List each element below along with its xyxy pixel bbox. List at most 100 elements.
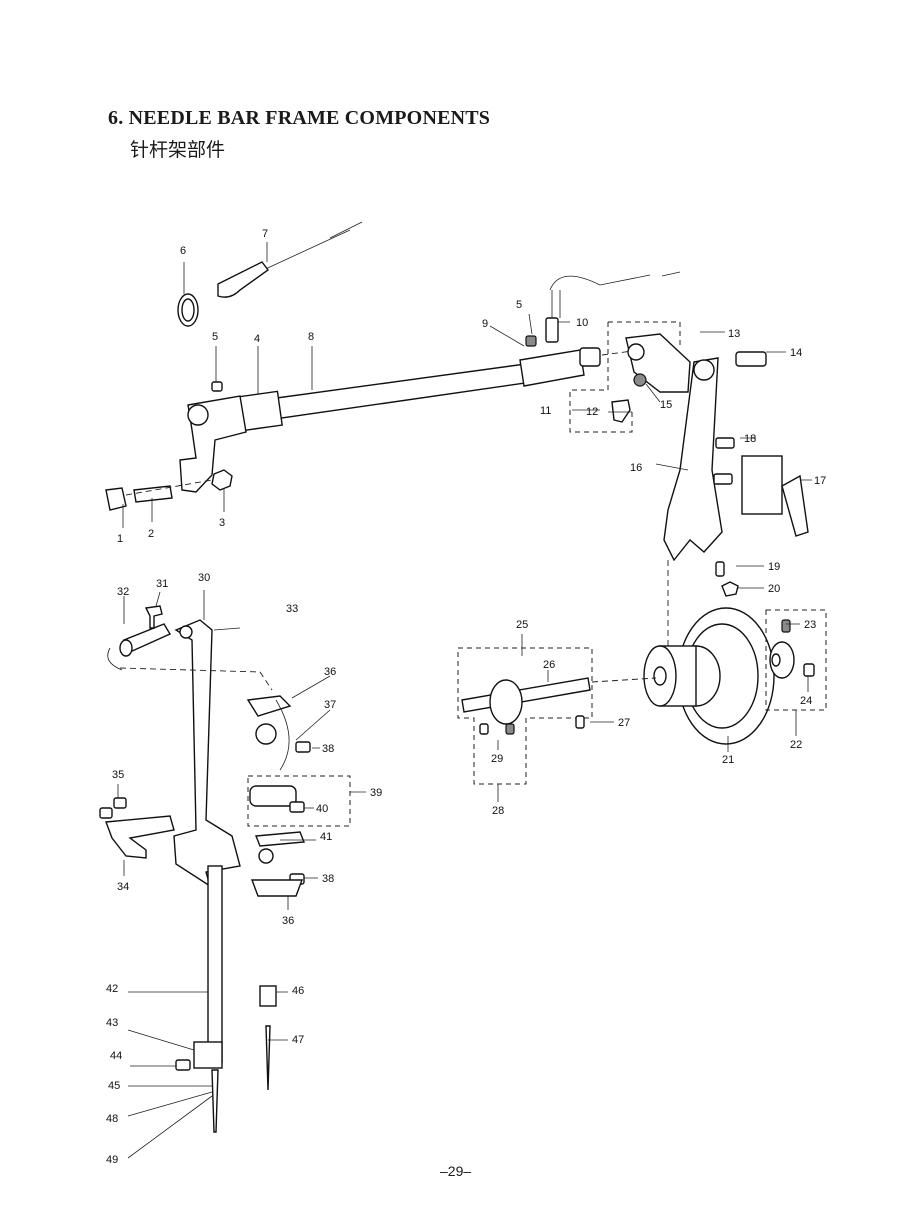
part-43-clamp — [193, 1041, 223, 1069]
part-37-guide — [255, 723, 277, 745]
callout-14: 14 — [790, 347, 802, 359]
callout-22: 22 — [790, 739, 802, 751]
part-20-nut — [721, 581, 739, 597]
part-5-screw-b — [525, 335, 537, 347]
part-44-screw — [175, 1059, 191, 1071]
callout-24: 24 — [800, 695, 812, 707]
callout-34: 34 — [117, 881, 129, 893]
part-17-block — [741, 455, 783, 515]
part-3-nut — [211, 469, 233, 491]
part-8-shaft — [261, 361, 547, 421]
callout-39: 39 — [370, 787, 382, 799]
lever-assembly — [569, 321, 809, 660]
callout-47: 47 — [292, 1034, 304, 1046]
callout-36: 36 — [324, 666, 336, 678]
callout-17: 17 — [814, 475, 826, 487]
callout-20: 20 — [768, 583, 780, 595]
part-34-bracket — [105, 815, 175, 859]
part-18-screw — [715, 437, 735, 449]
callout-10: 10 — [576, 317, 588, 329]
callout-42: 42 — [106, 983, 118, 995]
callout-36b: 36 — [282, 915, 294, 927]
callout-43: 43 — [106, 1017, 118, 1029]
callout-26: 26 — [543, 659, 555, 671]
part-19-screw — [715, 561, 725, 577]
part-7-link — [217, 261, 269, 298]
callout-7: 7 — [262, 228, 268, 240]
part-27-screw — [575, 715, 585, 729]
part-39-bushing — [249, 785, 297, 807]
callout-4: 4 — [254, 333, 260, 345]
callout-13: 13 — [728, 328, 740, 340]
callout-21: 21 — [722, 754, 734, 766]
callout-48: 48 — [106, 1113, 118, 1125]
part-35-screw — [113, 797, 127, 809]
callout-5: 5 — [212, 331, 218, 343]
part-26-rack — [461, 677, 591, 713]
part-23-screw — [781, 619, 791, 633]
part-14-pin — [735, 351, 767, 367]
callout-38: 38 — [322, 743, 334, 755]
part-48-needle — [211, 1069, 219, 1133]
callout-12: 12 — [586, 406, 598, 418]
callout-9: 9 — [482, 318, 488, 330]
callout-23: 23 — [804, 619, 816, 631]
callout-46: 46 — [292, 985, 304, 997]
callout-6: 6 — [180, 245, 186, 257]
callout-18: 18 — [744, 433, 756, 445]
part-36-plate — [246, 695, 292, 717]
part-15-bushing — [633, 373, 647, 387]
callout-29: 29 — [491, 753, 503, 765]
callout-41: 41 — [320, 831, 332, 843]
callout-33: 33 — [286, 603, 298, 615]
part-1-nut — [105, 487, 127, 511]
part-41-plate — [255, 831, 305, 847]
callout-40: 40 — [316, 803, 328, 815]
part-22-collar — [769, 641, 795, 679]
frame-assembly — [99, 605, 351, 1133]
callout-5b: 5 — [516, 299, 522, 311]
part-12-screw — [611, 399, 631, 423]
callout-44: 44 — [110, 1050, 122, 1062]
part-40-screw — [289, 801, 305, 813]
part-10-pin — [545, 317, 559, 343]
callouts: 1 2 3 4 5 6 7 8 9 5 10 11 12 13 14 15 16… — [106, 228, 826, 1166]
part-24-screw — [803, 663, 815, 677]
part-42-needle-bar — [207, 865, 223, 1063]
part-36-plate-b — [250, 879, 304, 897]
callout-45: 45 — [108, 1080, 120, 1092]
callout-3: 3 — [219, 517, 225, 529]
shaft-assembly — [105, 221, 681, 511]
page-number: –29– — [440, 1163, 472, 1179]
callout-11: 11 — [540, 405, 551, 417]
page-title: 6. NEEDLE BAR FRAME COMPONENTS — [108, 107, 491, 129]
part-9-sleeve — [519, 349, 585, 387]
callout-15: 15 — [660, 399, 672, 411]
leader-lines — [117, 242, 812, 1159]
part-25-pinion — [489, 679, 523, 725]
callout-25: 25 — [516, 619, 528, 631]
callout-16: 16 — [630, 462, 642, 474]
part-47-needle — [265, 1025, 271, 1091]
part-38-screw — [295, 741, 311, 753]
callout-49: 49 — [106, 1154, 118, 1166]
callout-8: 8 — [308, 331, 314, 343]
callout-27: 27 — [618, 717, 630, 729]
part-30-frame — [173, 619, 241, 888]
part-31-screw — [144, 605, 163, 629]
callout-38b: 38 — [322, 873, 334, 885]
callout-28: 28 — [492, 805, 504, 817]
callout-35: 35 — [112, 769, 124, 781]
part-16-lever — [663, 357, 723, 562]
callout-1: 1 — [117, 533, 123, 545]
page-subtitle: 针杆架部件 — [130, 139, 226, 161]
part-29-screw — [505, 723, 515, 735]
callout-37: 37 — [324, 699, 336, 711]
callout-30: 30 — [198, 572, 210, 584]
callout-32: 32 — [117, 586, 129, 598]
callout-19: 19 — [768, 561, 780, 573]
gear-assembly — [457, 607, 827, 785]
callout-2: 2 — [148, 528, 154, 540]
callout-31: 31 — [156, 578, 168, 590]
